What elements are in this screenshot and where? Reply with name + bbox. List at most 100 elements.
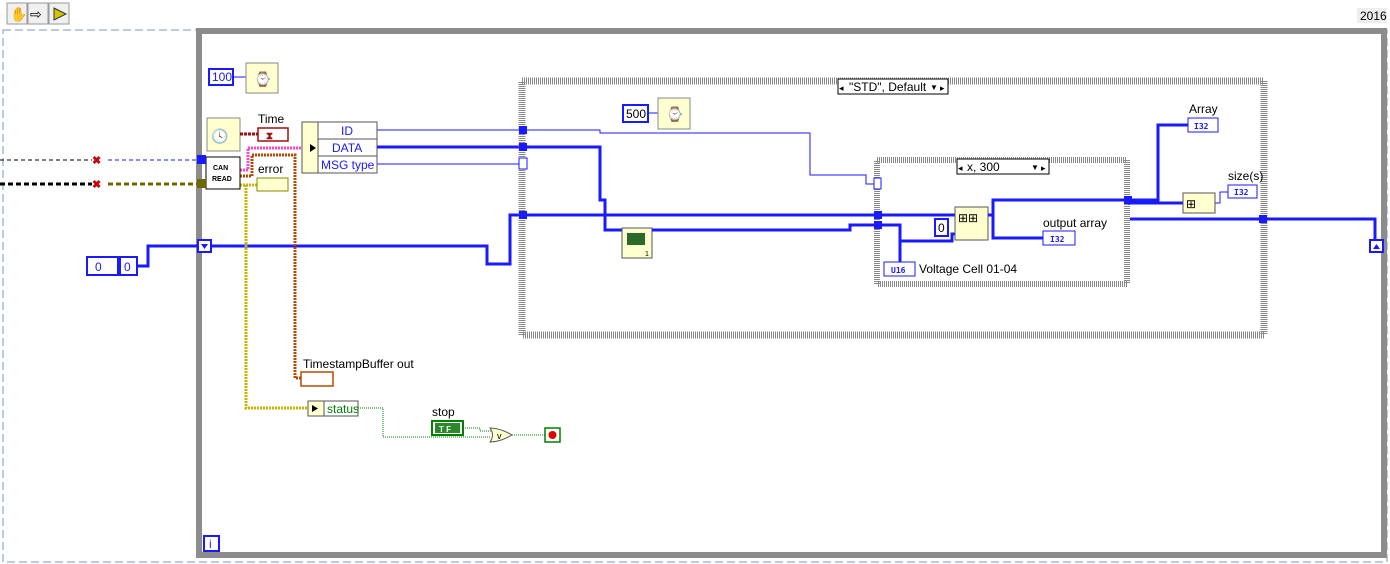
chevron-down-icon: [201, 244, 208, 249]
sizes-indicator[interactable]: [1227, 184, 1258, 199]
error-label: error: [258, 162, 283, 176]
clock-calendar-icon: 🕓: [211, 128, 228, 145]
error-wire-status[interactable]: [244, 185, 308, 410]
version-label: 2016: [1360, 9, 1387, 23]
wait-constant[interactable]: [208, 68, 234, 86]
wait-ms-node[interactable]: [245, 62, 279, 94]
unbundle-fields: ID DATA MSG type: [317, 121, 378, 174]
status-wire[interactable]: [358, 407, 490, 438]
shift-init-element-value: 0: [124, 260, 131, 274]
shift-out-wire[interactable]: [1130, 217, 1377, 240]
broken-wire-icon: ✖: [92, 155, 101, 167]
increment-icon[interactable]: ▸: [940, 83, 945, 93]
hand-icon[interactable]: [6, 2, 28, 25]
field-data-label: DATA: [332, 141, 362, 155]
time-indicator[interactable]: [257, 127, 289, 142]
array-indicator[interactable]: [1187, 117, 1219, 133]
chevron-up-icon: [1373, 244, 1380, 249]
wait-constant-inner-value: 500: [626, 107, 646, 121]
case-selector-outer[interactable]: [837, 78, 949, 95]
replace-array-subset-node[interactable]: [954, 206, 989, 241]
shift-init-control[interactable]: [86, 256, 119, 276]
status-label: status: [327, 402, 359, 416]
time-label: Time: [258, 112, 285, 126]
or-symbol: v: [497, 431, 502, 441]
error-tunnel: [197, 179, 206, 188]
inner-output-tunnel: [1124, 196, 1132, 204]
field-msg-type-label: MSG type: [321, 158, 375, 172]
timestamp-icon: ⧗: [266, 131, 273, 142]
iteration-label: i: [209, 537, 212, 551]
case-selector-outer-label: "STD", Default: [849, 80, 927, 94]
inner-array-tunnel: [874, 211, 882, 219]
index-constant-value: 0: [938, 221, 945, 235]
output-array-indicator-wire[interactable]: [991, 215, 1043, 240]
run-glyph: [53, 7, 68, 21]
stop-sign-icon: [548, 431, 557, 439]
iteration-terminal: [203, 535, 220, 552]
size-wire[interactable]: [1215, 191, 1228, 204]
timestamp-buffer-wire[interactable]: [240, 153, 301, 380]
decrement-icon[interactable]: ◂: [958, 163, 963, 173]
wait-ms-node-inner[interactable]: [657, 97, 691, 130]
id-wire-inner[interactable]: [527, 129, 874, 185]
arrow-glyph: ⇨: [30, 6, 42, 22]
shift-init-value: 0: [95, 260, 102, 274]
voltage-type: U16: [891, 266, 906, 275]
outer-output-tunnel: [1259, 215, 1267, 223]
wait-constant-value: 100: [212, 70, 232, 84]
diagram-frame: [2, 29, 1388, 563]
broken-wire-icon: ✖: [92, 179, 101, 191]
data-tunnel: [519, 143, 527, 151]
increment-icon[interactable]: ▸: [1041, 163, 1046, 173]
decrement-icon[interactable]: ◂: [839, 83, 844, 93]
voltage-indicator[interactable]: [883, 261, 916, 277]
data-wire-inner[interactable]: [527, 145, 623, 232]
array-size-node[interactable]: [1182, 192, 1216, 214]
id-tunnel: [519, 126, 527, 134]
case-selector-inner-label: x, 300: [967, 160, 1000, 174]
output-array-indicator[interactable]: [1042, 230, 1076, 246]
array-tunnel: [519, 211, 527, 219]
waveform-icon: [627, 233, 645, 245]
watch-icon: ⌚: [666, 106, 683, 123]
or-gate[interactable]: [489, 427, 513, 443]
chevron-down-icon[interactable]: ▼: [1031, 163, 1039, 172]
toolbar: ✋ ⇨ 2016: [6, 2, 1387, 25]
while-loop[interactable]: [196, 28, 1387, 558]
arrow-icon[interactable]: [27, 2, 49, 25]
array-grid-icon: ⊞⊞: [958, 211, 978, 225]
stop-wire[interactable]: [463, 427, 492, 432]
ref-tunnel: [197, 155, 206, 164]
inner-data-tunnel: [874, 221, 882, 229]
array-wire[interactable]: [137, 213, 958, 268]
can-read-node[interactable]: [205, 156, 241, 190]
output-array-type: I32: [1050, 235, 1065, 244]
chevron-down-icon[interactable]: ▼: [930, 83, 938, 92]
timestamp-buffer-label: TimestampBuffer out: [303, 357, 414, 371]
index-constant[interactable]: [934, 218, 949, 237]
converted-wire[interactable]: [652, 223, 958, 243]
can-read-label-2: READ: [212, 176, 232, 183]
stop-control-fill: [435, 423, 460, 433]
case-selector-inner[interactable]: [956, 158, 1050, 175]
error-indicator[interactable]: [256, 177, 289, 192]
voltage-label: Voltage Cell 01-04: [919, 262, 1017, 276]
sizes-label: size(s): [1228, 169, 1263, 183]
node-count: 1: [645, 251, 649, 258]
inner-selector-terminal: [873, 177, 882, 190]
arrow-right-icon: [312, 405, 318, 412]
can-read-label-1: CAN: [213, 165, 228, 172]
field-id-label: ID: [341, 124, 353, 138]
stop-type: T F: [439, 425, 451, 434]
timestamp-buffer-indicator[interactable]: [300, 371, 334, 387]
stop-label: stop: [432, 405, 455, 419]
output-array-label: output array: [1043, 216, 1107, 230]
watch-icon: ⌚: [254, 71, 271, 88]
array-type: I32: [1194, 122, 1209, 131]
array-label: Array: [1189, 102, 1218, 116]
cluster-wire[interactable]: [240, 146, 302, 172]
arrow-right-icon: [310, 144, 316, 152]
sizes-type: I32: [1234, 188, 1249, 197]
